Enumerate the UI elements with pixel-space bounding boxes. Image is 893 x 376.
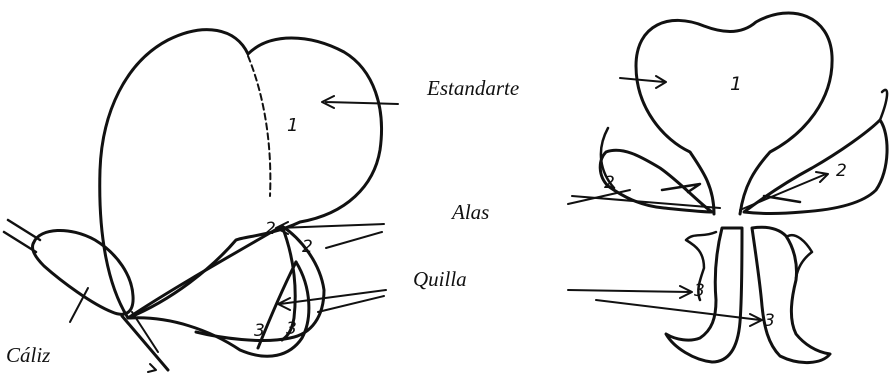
wing-number-a: 2 (265, 219, 276, 239)
standard-petal (100, 30, 382, 318)
dissected-wing-number-left: 2 (604, 173, 615, 193)
dissected-flower: 1 2 2 3 3 (568, 13, 887, 363)
dissected-keel-number-left: 3 (694, 281, 705, 301)
dissected-keel-arrow-right (596, 300, 762, 326)
side-view-flower: 1 2 2 3 3 (4, 30, 398, 372)
standard-arrow (322, 96, 398, 108)
keel-number-a: 3 (254, 321, 265, 341)
dissected-standard-arrow (620, 76, 666, 88)
pedicel-arrow (148, 364, 156, 372)
dissected-standard-number: 1 (730, 73, 742, 95)
dissected-keel-number-right: 3 (764, 311, 775, 331)
dissected-keel-right (752, 227, 830, 362)
dissected-right-wing-lobe (880, 90, 887, 120)
wing-arrow-b (326, 232, 382, 248)
label-quilla: Quilla (413, 267, 467, 292)
dissected-keel-arrow-left (568, 286, 692, 298)
label-alas: Alas (452, 200, 489, 225)
dissected-wing-number-right: 2 (836, 161, 847, 181)
dissected-keel-right-teeth (788, 235, 812, 278)
standard-midline (248, 56, 270, 196)
label-estandarte: Estandarte (427, 76, 519, 101)
standard-number: 1 (287, 115, 298, 136)
wing-number-b: 2 (302, 237, 313, 257)
dissected-wing-arrow-right (740, 172, 828, 210)
pedicel-line (122, 316, 168, 370)
keel-number-b: 3 (286, 319, 297, 339)
label-caliz: Cáliz (6, 343, 50, 368)
keel-petal (130, 262, 309, 356)
